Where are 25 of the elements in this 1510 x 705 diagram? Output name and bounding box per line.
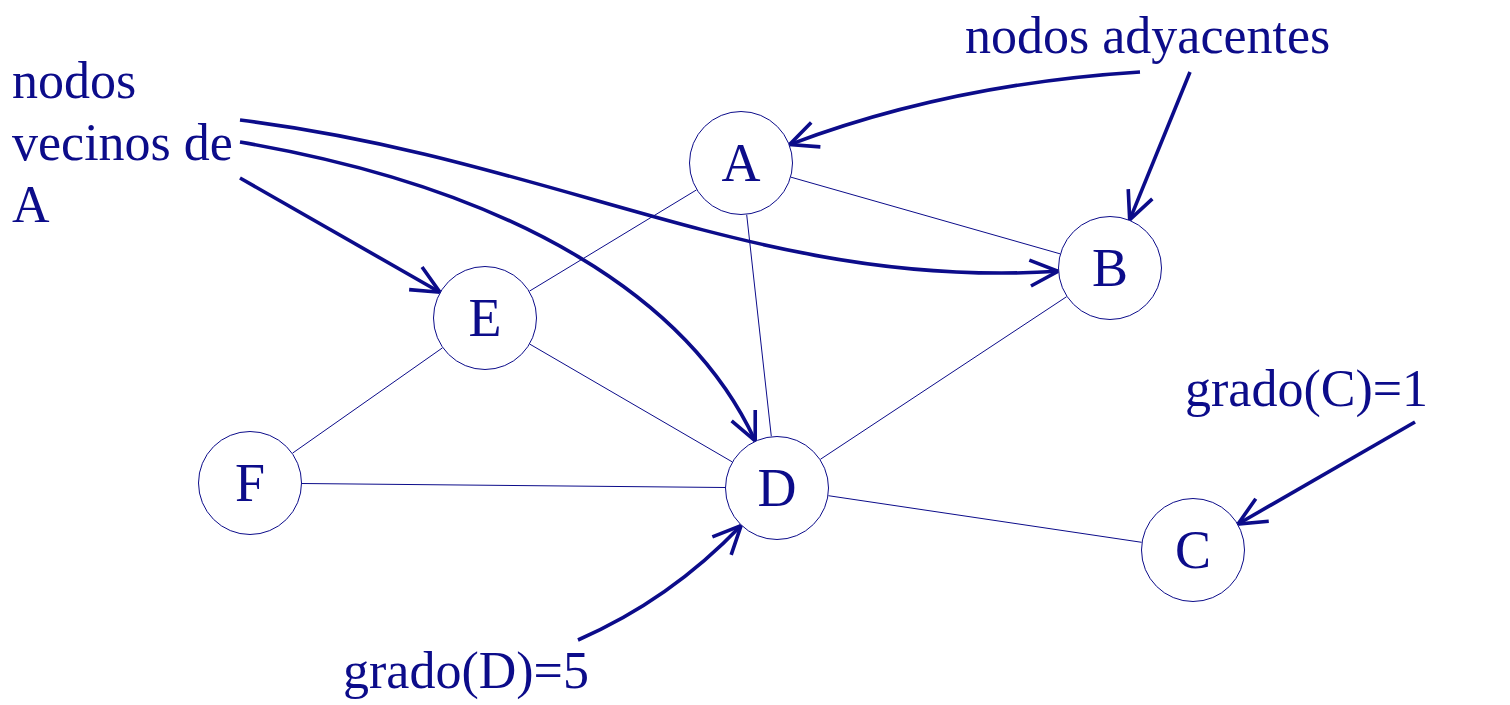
node-label: D [757, 461, 797, 515]
node-label: A [721, 136, 761, 190]
arrow [787, 70, 1141, 150]
graph-edge [746, 214, 772, 437]
annotation-text: grado(D)=5 [343, 640, 668, 704]
graph-edge [827, 495, 1143, 543]
graph-edge [301, 483, 726, 488]
node-label: E [468, 291, 502, 345]
graph-edge [529, 343, 733, 463]
arrow [577, 523, 743, 642]
graph-edge [819, 296, 1068, 460]
graph-edge [529, 189, 697, 292]
annotation-text: nodos adyacentes [965, 5, 1455, 69]
annotation-text: nodos vecinos de A [12, 50, 240, 238]
arrow [239, 118, 1060, 287]
arrow [239, 176, 442, 294]
annotation-text: grado(C)=1 [1185, 358, 1507, 422]
arrow [1126, 71, 1192, 222]
node-label: C [1175, 523, 1211, 577]
arrow [1236, 420, 1416, 526]
node-label: F [234, 456, 265, 510]
graph-edge [292, 347, 443, 454]
graph-edge [790, 176, 1061, 255]
node-label: B [1092, 241, 1128, 295]
arrow [239, 140, 757, 443]
